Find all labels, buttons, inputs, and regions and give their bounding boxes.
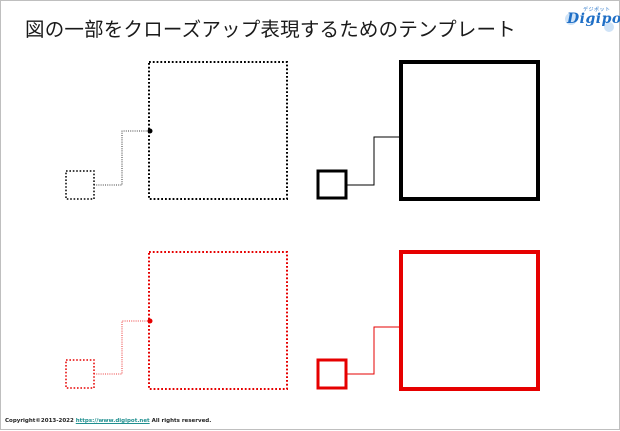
closeup-black-solid [316,60,540,201]
site-link[interactable]: https://www.digipot.net [75,418,150,424]
small-frame [316,358,348,390]
large-frame [148,251,288,390]
closeup-black-dotted [65,61,288,200]
connector-line [94,320,150,375]
closeup-red-dotted [65,251,288,390]
page-title: 図の一部をクローズアップ表現するためのテンプレート [25,18,516,41]
connector-line [346,136,401,186]
logo-wordmark: Digipot [567,11,620,27]
small-frame [65,170,95,200]
logo-mark [565,13,614,32]
digipot-logo: デジポット Digipot [563,5,620,35]
large-frame [148,61,288,200]
copyright-text: Copyright©2013-2022 [5,418,74,424]
large-frame [399,250,540,391]
logo-kana: デジポット [583,7,611,13]
large-frame [399,60,540,201]
connector-line [346,326,401,375]
closeup-red-solid [316,250,540,391]
connector-line [94,130,150,186]
copyright-footer: Copyright©2013-2022 https://www.digipot.… [5,418,211,424]
small-frame [65,359,95,389]
small-frame [316,169,348,200]
rights-text: All rights reserved. [151,418,212,424]
